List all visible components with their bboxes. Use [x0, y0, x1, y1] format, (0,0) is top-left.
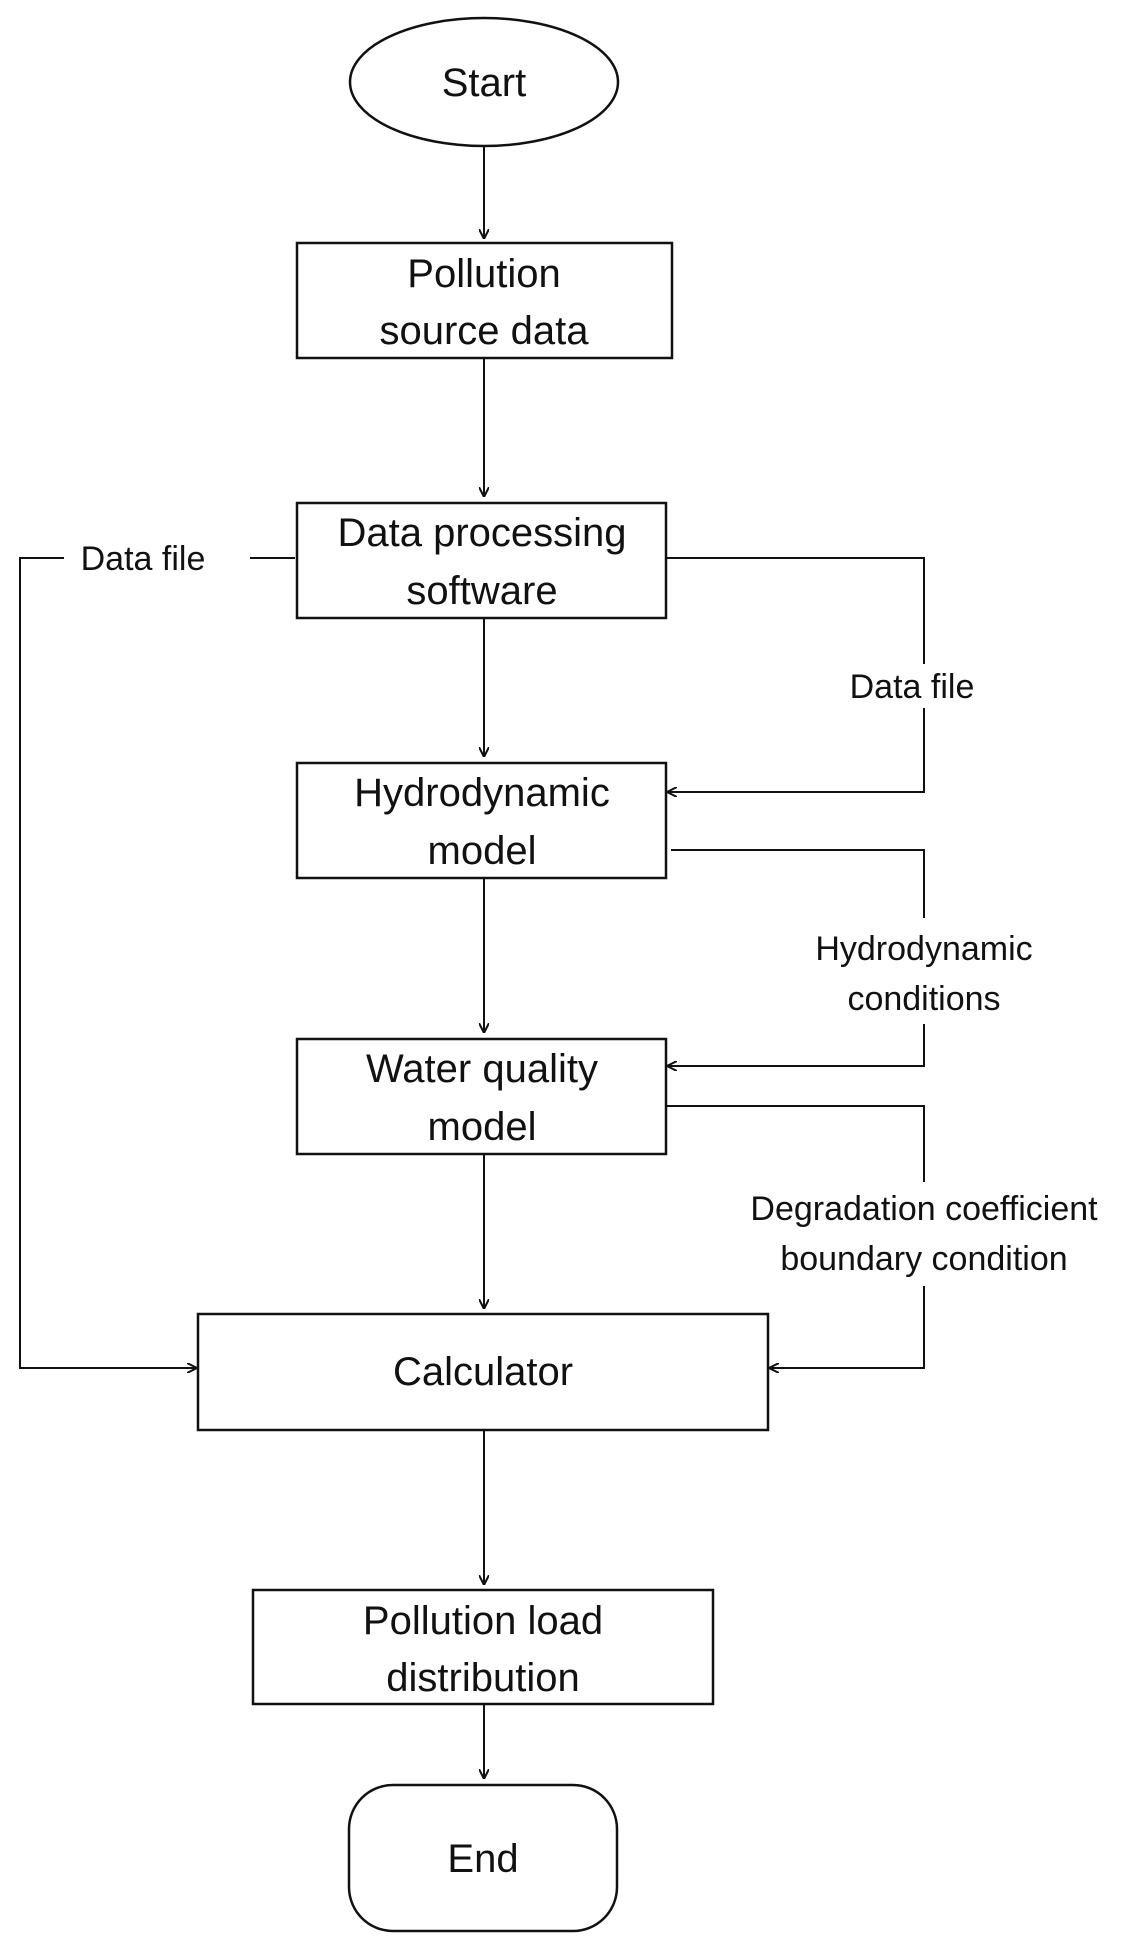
pollution-source-label-line2: source data	[379, 309, 589, 353]
data-processing-software-node: Data processing software	[295, 501, 668, 620]
water-quality-label-line2: model	[428, 1105, 537, 1149]
pollution-source-data-node: Pollution source data	[295, 241, 674, 360]
data-processing-label-line1: Data processing	[337, 511, 626, 555]
pollution-load-label-line2: distribution	[386, 1656, 579, 1700]
pollution-source-label-line1: Pollution	[407, 252, 560, 296]
water-quality-model-node: Water quality model	[295, 1037, 668, 1156]
end-label: End	[447, 1837, 518, 1881]
connector-degradation-upper	[666, 1105, 925, 1182]
hydrodynamic-model-node: Hydrodynamic model	[295, 761, 668, 880]
end-node: End	[347, 1783, 619, 1933]
connector-degradation-lower	[770, 1286, 925, 1368]
edge-label-hydrodynamic-conditions-line2: conditions	[847, 980, 1000, 1018]
water-quality-label-line1: Water quality	[366, 1047, 598, 1091]
edge-label-left-data-file: Data file	[81, 540, 206, 578]
connector-hydro-conditions-lower	[668, 1024, 925, 1066]
edge-label-degradation-line1: Degradation coefficient	[750, 1190, 1098, 1228]
connector-hydro-conditions-upper	[671, 849, 925, 918]
hydrodynamic-model-label-line2: model	[428, 829, 537, 873]
pollution-load-label-line1: Pollution load	[363, 1599, 603, 1643]
data-processing-label-line2: software	[406, 569, 557, 613]
edge-label-right-data-file: Data file	[850, 668, 975, 706]
edge-label-degradation-line2: boundary condition	[780, 1240, 1067, 1278]
edge-label-hydrodynamic-conditions-line1: Hydrodynamic	[815, 930, 1032, 968]
connector-right-data-file	[666, 557, 925, 664]
calculator-node: Calculator	[196, 1312, 770, 1432]
hydrodynamic-model-label-line1: Hydrodynamic	[354, 771, 610, 815]
calculator-label: Calculator	[393, 1350, 573, 1394]
pollution-load-distribution-node: Pollution load distribution	[251, 1588, 715, 1706]
connector-left-data-file-b	[19, 557, 196, 1368]
start-node: Start	[348, 16, 620, 148]
connector-right-data-file-lower	[668, 708, 925, 792]
start-label: Start	[442, 61, 526, 105]
